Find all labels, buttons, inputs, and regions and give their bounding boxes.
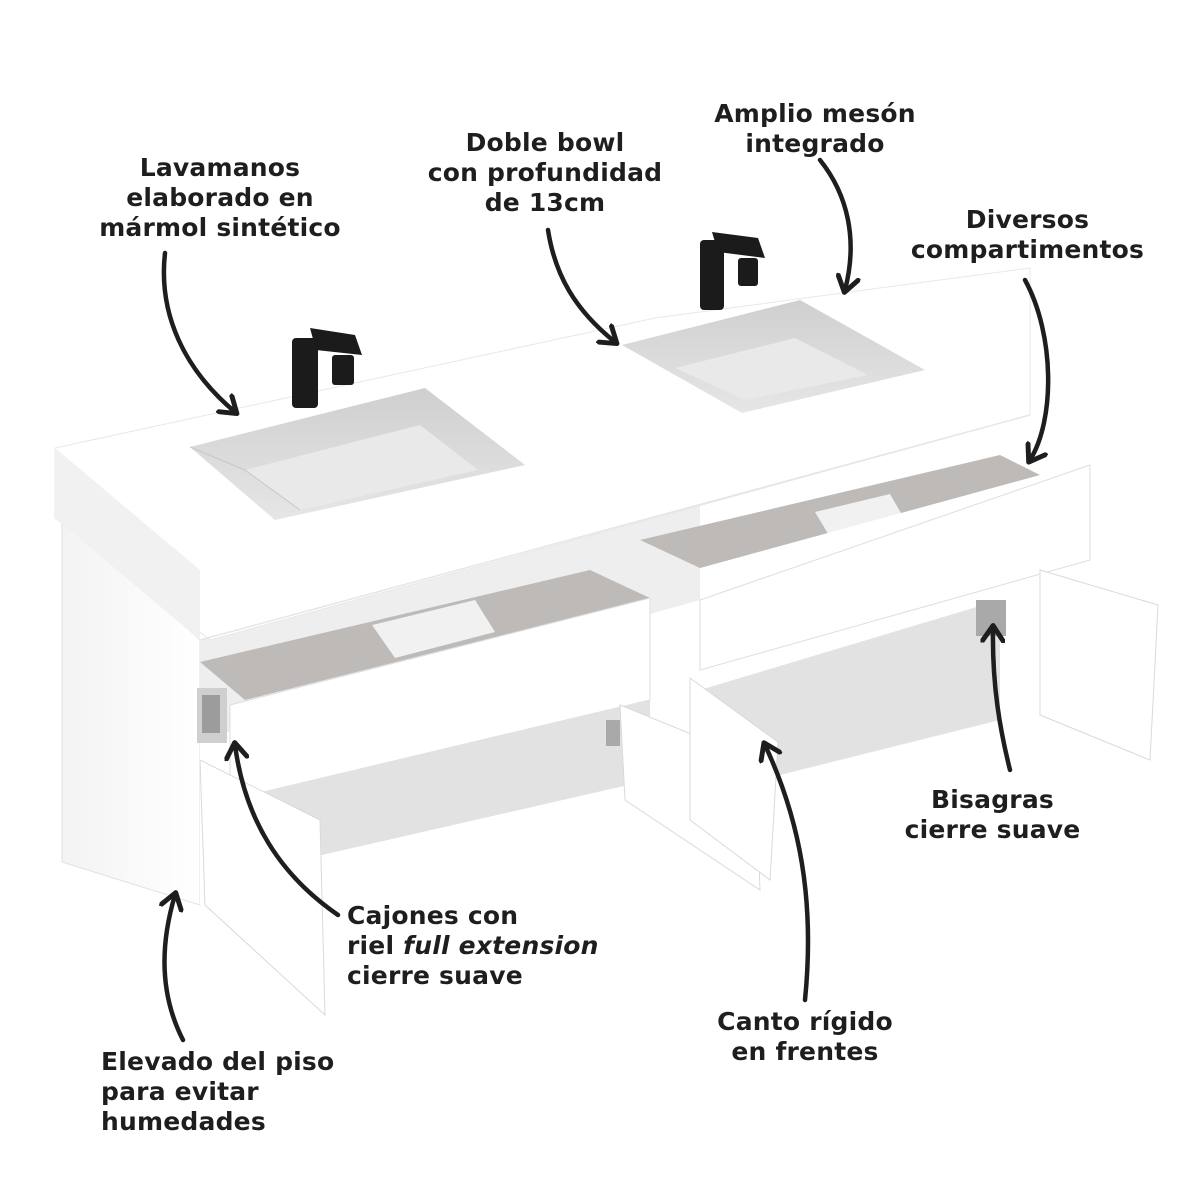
- left-door: [199, 759, 326, 1017]
- arrow-compartimentos: [1022, 277, 1051, 460]
- label-lavamanos: Lavamanos elaborado en mármol sintético: [60, 153, 380, 243]
- label-emphasis: full extension: [403, 931, 599, 960]
- right-basin: [622, 300, 925, 413]
- label-line: humedades: [101, 1107, 266, 1136]
- center-door: [689, 677, 779, 881]
- annotation-arrows: [161, 157, 1051, 1043]
- lower-interior: [230, 600, 1000, 860]
- label-line: de 13cm: [484, 188, 606, 217]
- label-line: Bisagras: [931, 785, 1054, 814]
- label-line: Lavamanos: [139, 153, 301, 182]
- label-line: con profundidad: [427, 158, 663, 187]
- label-line: en frentes: [731, 1037, 879, 1066]
- label-canto: Canto rígido en frentes: [700, 1007, 910, 1067]
- label-elevado: Elevado del piso para evitar humedades: [101, 1047, 371, 1137]
- arrow-cajones: [235, 745, 341, 918]
- label-compartimentos: Diversos compartimentos: [900, 205, 1155, 265]
- label-line: cierre suave: [347, 961, 523, 990]
- label-line: Amplio mesón: [714, 99, 916, 128]
- label-line: Diversos: [965, 205, 1090, 234]
- label-line: integrado: [745, 129, 885, 158]
- left-drawer: [197, 570, 651, 801]
- label-bisagras: Bisagras cierre suave: [880, 785, 1105, 845]
- label-line: riel full extension: [347, 931, 617, 961]
- label-text: riel: [347, 931, 404, 960]
- label-line: Canto rígido: [717, 1007, 893, 1036]
- arrow-canto: [765, 745, 811, 1003]
- label-line: mármol sintético: [99, 213, 341, 242]
- label-cajones: Cajones con riel full extension cierre s…: [347, 901, 617, 991]
- left-basin: [189, 388, 525, 520]
- label-line: Cajones con: [347, 901, 519, 930]
- arrow-doble-bowl: [545, 227, 615, 342]
- right-faucet: [700, 232, 765, 310]
- label-line: para evitar: [101, 1077, 259, 1106]
- label-doble-bowl: Doble bowl con profundidad de 13cm: [400, 128, 690, 218]
- label-line: Doble bowl: [465, 128, 625, 157]
- left-faucet: [292, 328, 362, 408]
- label-line: cierre suave: [904, 815, 1081, 844]
- label-line: elaborado en: [126, 183, 314, 212]
- label-meson: Amplio mesón integrado: [690, 99, 940, 159]
- arrow-lavamanos: [161, 250, 235, 412]
- label-line: compartimentos: [910, 235, 1145, 264]
- label-line: Elevado del piso: [101, 1047, 335, 1076]
- arrow-elevado: [165, 895, 186, 1043]
- arrow-bisagras: [993, 628, 1013, 773]
- arrow-meson: [817, 157, 851, 290]
- right-drawer: [640, 455, 1091, 671]
